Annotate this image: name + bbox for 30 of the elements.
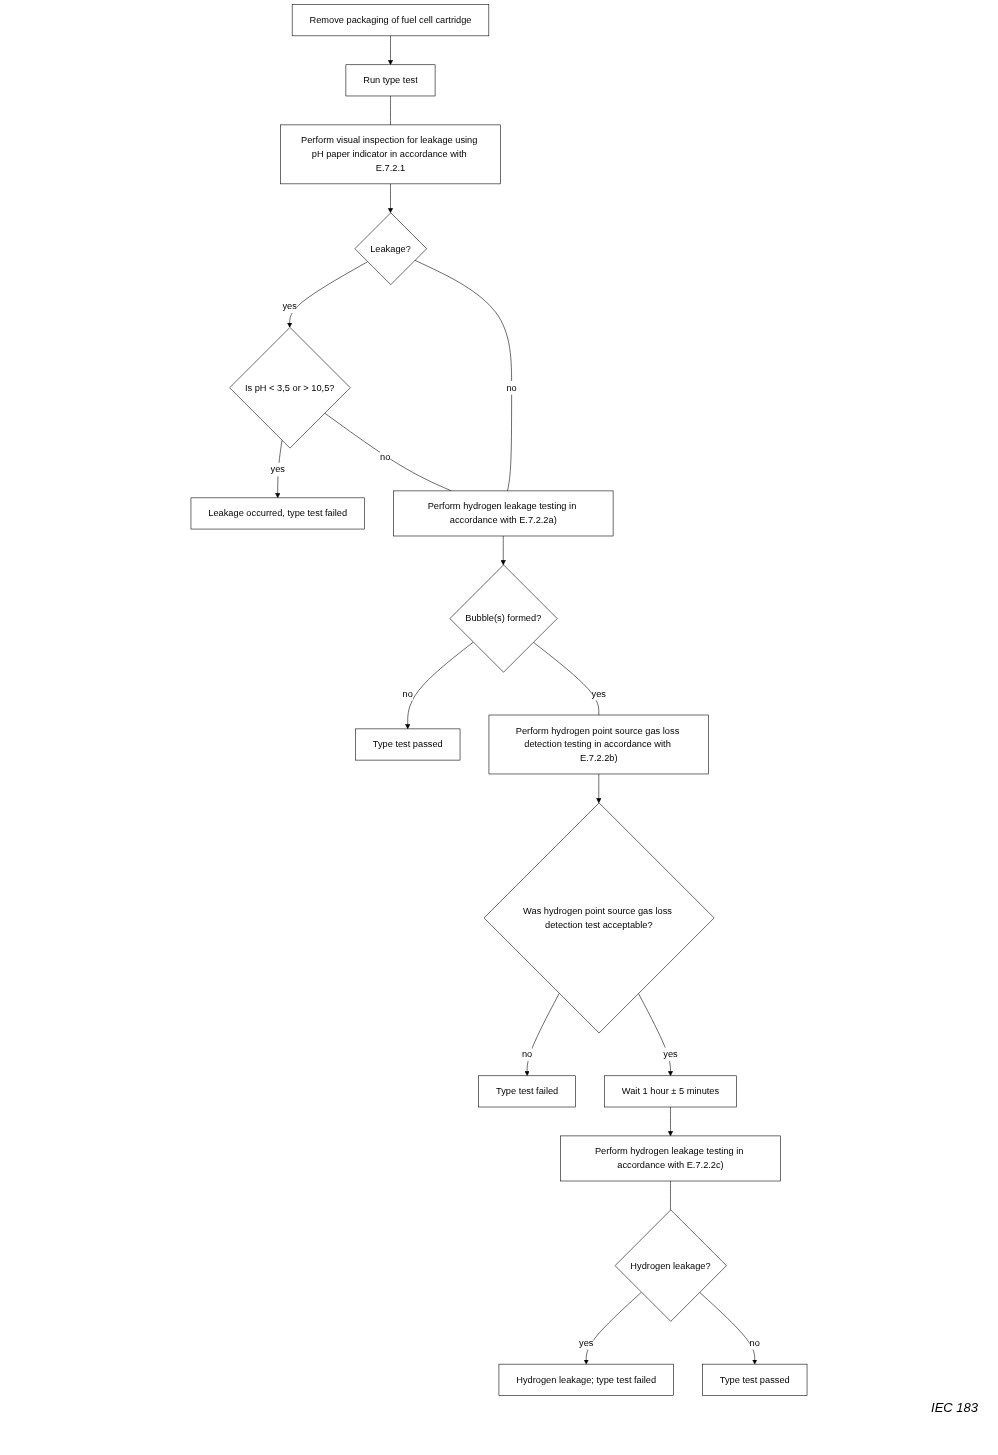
edge-label: no [402, 688, 413, 699]
node-box: Perform hydrogen point source gas loss detection testing in accordance with E.7.2.2b) [488, 714, 709, 775]
node-diamond: Leakage? [354, 212, 427, 285]
edge-label: no [506, 382, 517, 393]
edge-label: no [521, 1049, 533, 1060]
node-diamond: Hydrogen leakage? [614, 1209, 727, 1322]
node-box: Type test passed [702, 1363, 808, 1396]
node-box: Leakage occurred, type test failed [190, 497, 365, 530]
node-box: Wait 1 hour ± 5 minutes [604, 1075, 737, 1108]
edge-label: yes [579, 1337, 594, 1348]
edge-label: yes [270, 464, 285, 475]
node-box: Type test failed [478, 1075, 576, 1108]
figure-number: IEC 183 [931, 1400, 978, 1415]
node-box: Type test passed [355, 728, 461, 761]
node-diamond: Was hydrogen point source gas loss detection test acceptable? [483, 802, 715, 1034]
node-box: Hydrogen leakage; type test failed [498, 1363, 674, 1396]
node-box: Run type test [345, 64, 436, 97]
node-diamond: Is pH < 3,5 or > 10,5? [229, 327, 351, 449]
node-box: Perform hydrogen leakage testing in accordance with E.7.2.2c) [560, 1135, 781, 1182]
node-box: Remove packaging of fuel cell cartridge [291, 4, 490, 37]
node-diamond: Bubble(s) formed? [449, 564, 558, 673]
connector [390, 95, 391, 126]
edge-label: no [380, 451, 391, 462]
edge-label: no [749, 1337, 760, 1348]
edge-label: yes [591, 688, 606, 699]
node-box: Perform visual inspection for leakage using pH paper indicator in accordance with E.7.2.1 [280, 124, 501, 185]
connector [670, 1180, 671, 1211]
edge-label: yes [282, 300, 297, 311]
edge-label: yes [663, 1049, 678, 1060]
node-box: Perform hydrogen leakage testing in accordance with E.7.2.2a) [393, 490, 614, 537]
